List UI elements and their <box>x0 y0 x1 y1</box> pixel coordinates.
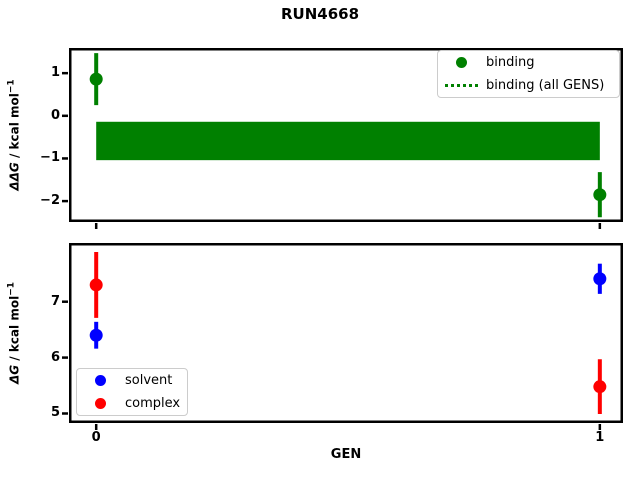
binding-data-point <box>593 188 607 202</box>
plot-title: RUN4668 <box>280 5 360 23</box>
legend-item-complex: complex <box>77 392 187 415</box>
axes-canvas <box>62 48 623 229</box>
solvent-dot-icon <box>94 375 106 386</box>
legend-binding: binding binding (all GENS) <box>437 50 620 98</box>
y-tick-label: 5 <box>50 405 60 421</box>
x-tick-label: 1 <box>595 430 605 445</box>
legend-marker-cell <box>77 375 123 386</box>
legend-label-solvent: solvent <box>125 373 173 388</box>
legend-marker-cell <box>438 57 484 68</box>
y-label-exponent: −1 <box>6 79 17 94</box>
legend-item-binding-all-gens: binding (all GENS) <box>438 74 619 97</box>
y-tick-label: 7 <box>50 293 60 309</box>
legend-label-binding: binding <box>486 55 535 70</box>
y-label-exponent: −1 <box>6 281 17 296</box>
y-tick-label: 0 <box>50 107 60 123</box>
legend-marker-cell <box>438 84 484 87</box>
top-axes <box>62 48 623 229</box>
band-binding-all-gens <box>96 121 600 161</box>
binding-dot-icon <box>455 57 467 68</box>
legend-marker-cell <box>77 398 123 409</box>
solvent-data-point <box>593 272 607 286</box>
y-tick-label: −1 <box>40 150 60 166</box>
legend-solvent-complex: solvent complex <box>76 368 188 416</box>
axes-canvas <box>62 243 623 430</box>
complex-data-point <box>89 278 103 292</box>
legend-label-binding-all-gens: binding (all GENS) <box>486 78 605 93</box>
dotted-line-icon <box>444 84 478 87</box>
legend-item-binding: binding <box>438 51 619 74</box>
solvent-data-point <box>89 328 103 342</box>
axes-frame <box>69 48 623 222</box>
y-label-math-part: ΔG <box>7 364 22 385</box>
bottom-axes <box>62 243 623 430</box>
legend-item-solvent: solvent <box>77 369 187 392</box>
legend-label-complex: complex <box>125 396 181 411</box>
y-label-units-part: / kcal mol <box>7 295 22 365</box>
axes-frame <box>69 243 623 423</box>
binding-data-point <box>89 72 103 86</box>
x-tick-label: 0 <box>91 430 101 445</box>
x-axis-label: GEN <box>330 447 362 462</box>
y-label-units-part: / kcal mol <box>7 93 22 163</box>
y-tick-label: −2 <box>40 193 60 209</box>
top-y-axis-label: ΔΔG / kcal mol−1 <box>7 79 22 190</box>
bottom-y-axis-label: ΔG / kcal mol−1 <box>7 282 22 384</box>
complex-data-point <box>593 380 607 394</box>
y-tick-label: 6 <box>50 349 60 365</box>
y-tick-label: 1 <box>50 65 60 81</box>
complex-dot-icon <box>94 398 106 409</box>
y-label-math-part: ΔΔG <box>7 162 22 191</box>
